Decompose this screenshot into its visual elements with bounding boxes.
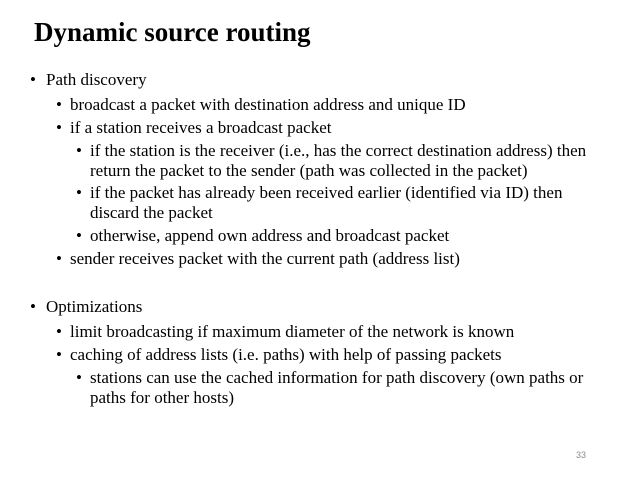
bullet-cached-information: • stations can use the cached informatio… [76, 368, 596, 408]
bullet-optimizations: • Optimizations [30, 297, 610, 317]
bullet-text: sender receives packet with the current … [70, 249, 460, 268]
bullet-text: broadcast a packet with destination addr… [70, 95, 466, 114]
bullet-text: caching of address lists (i.e. paths) wi… [70, 345, 502, 364]
bullet-text: if the station is the receiver (i.e., ha… [90, 141, 587, 180]
bullet-limit-broadcasting: • limit broadcasting if maximum diameter… [56, 322, 612, 342]
bullet-glyph: • [76, 141, 82, 160]
bullet-glyph: • [56, 249, 62, 268]
slide-title: Dynamic source routing [34, 17, 311, 47]
bullet-text: Optimizations [46, 297, 143, 316]
bullet-glyph: • [56, 118, 62, 137]
bullet-broadcast-packet: • broadcast a packet with destination ad… [56, 95, 612, 115]
bullet-text: stations can use the cached information … [90, 368, 584, 407]
bullet-station-receives: • if a station receives a broadcast pack… [56, 118, 612, 138]
bullet-glyph: • [56, 322, 62, 341]
bullet-text: if the packet has already been received … [90, 183, 563, 222]
bullet-otherwise-append: • otherwise, append own address and broa… [76, 226, 596, 246]
bullet-text: limit broadcasting if maximum diameter o… [70, 322, 515, 341]
bullet-text: otherwise, append own address and broadc… [90, 226, 450, 245]
bullet-text: Path discovery [46, 70, 147, 89]
bullet-glyph: • [56, 95, 62, 114]
bullet-glyph: • [76, 226, 82, 245]
bullet-text: if a station receives a broadcast packet [70, 118, 332, 137]
bullet-caching: • caching of address lists (i.e. paths) … [56, 345, 612, 365]
bullet-glyph: • [30, 297, 36, 316]
bullet-glyph: • [76, 368, 82, 387]
bullet-sender-receives: • sender receives packet with the curren… [56, 249, 612, 269]
page-number: 33 [576, 450, 587, 460]
bullet-path-discovery: • Path discovery [30, 70, 610, 90]
bullet-glyph: • [76, 183, 82, 202]
bullet-glyph: • [56, 345, 62, 364]
bullet-station-is-receiver: • if the station is the receiver (i.e., … [76, 141, 596, 181]
bullet-glyph: • [30, 70, 36, 89]
bullet-already-received: • if the packet has already been receive… [76, 183, 596, 223]
